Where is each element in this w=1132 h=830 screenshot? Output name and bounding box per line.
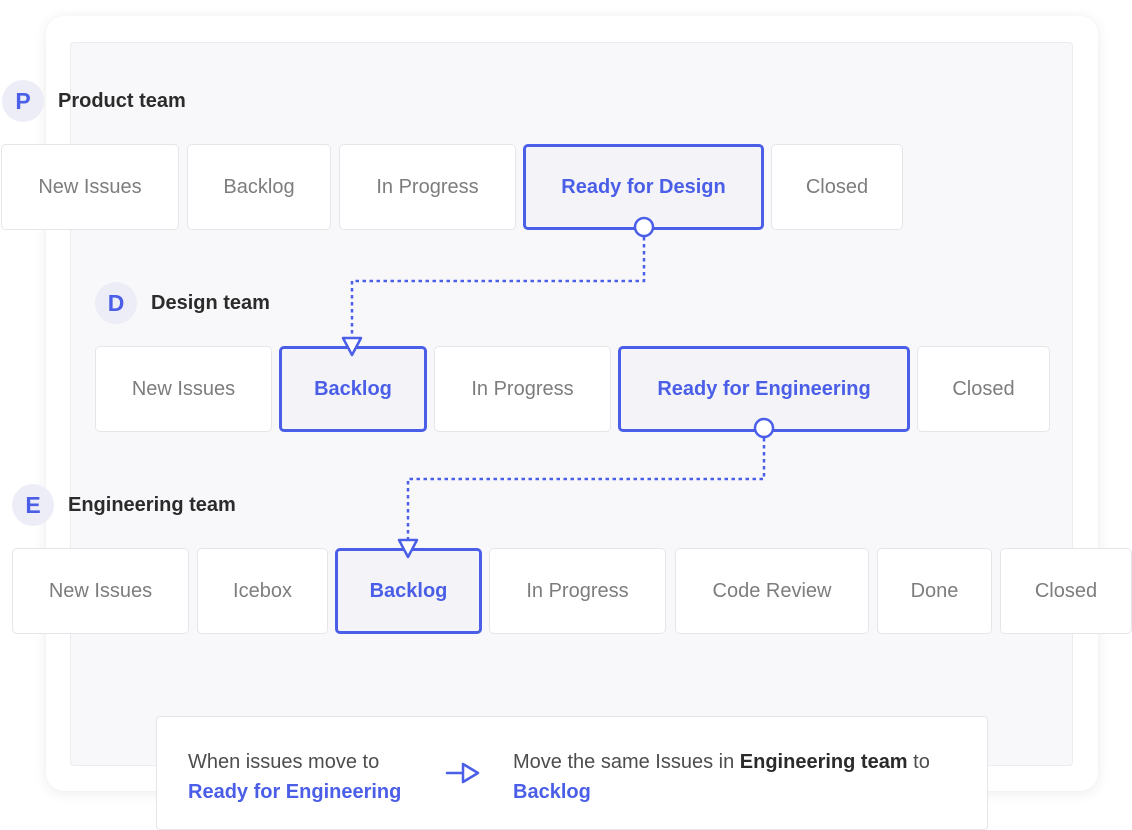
status-design-new-issues[interactable]: New Issues [95,346,272,432]
rule-action-status[interactable]: Backlog [513,781,591,803]
team-avatar-engineering: E [12,484,54,526]
rule-action: Move the same Issues in Engineering team… [513,747,930,807]
rule-action-text-after: to [913,751,930,773]
status-engineering-backlog[interactable]: Backlog [335,548,482,634]
status-engineering-closed[interactable]: Closed [1000,548,1132,634]
team-header-engineering: E Engineering team [12,484,236,526]
rule-trigger: When issues move to Ready for Engineerin… [188,747,401,807]
status-engineering-in-progress[interactable]: In Progress [489,548,666,634]
arrow-right-icon [445,762,480,784]
status-design-ready-for-engineering[interactable]: Ready for Engineering [618,346,910,432]
team-avatar-product: P [2,80,44,122]
automation-rule-card: When issues move to Ready for Engineerin… [156,716,988,830]
team-name-product: Product team [58,89,186,112]
status-design-backlog[interactable]: Backlog [279,346,427,432]
status-product-closed[interactable]: Closed [771,144,903,230]
rule-action-text-before: Move the same Issues in [513,751,735,773]
status-product-ready-for-design[interactable]: Ready for Design [523,144,764,230]
status-product-in-progress[interactable]: In Progress [339,144,516,230]
rule-trigger-status[interactable]: Ready for Engineering [188,781,402,803]
team-name-engineering: Engineering team [68,493,236,516]
status-product-backlog[interactable]: Backlog [187,144,331,230]
status-engineering-icebox[interactable]: Icebox [197,548,328,634]
rule-action-team: Engineering team [739,751,908,773]
rule-trigger-text: When issues move to [188,751,380,773]
status-engineering-code-review[interactable]: Code Review [675,548,869,634]
team-header-design: D Design team [95,282,270,324]
team-name-design: Design team [151,291,270,314]
status-product-new-issues[interactable]: New Issues [1,144,179,230]
status-design-in-progress[interactable]: In Progress [434,346,611,432]
status-engineering-new-issues[interactable]: New Issues [12,548,189,634]
team-header-product: P Product team [2,80,186,122]
status-design-closed[interactable]: Closed [917,346,1050,432]
status-engineering-done[interactable]: Done [877,548,992,634]
team-avatar-design: D [95,282,137,324]
